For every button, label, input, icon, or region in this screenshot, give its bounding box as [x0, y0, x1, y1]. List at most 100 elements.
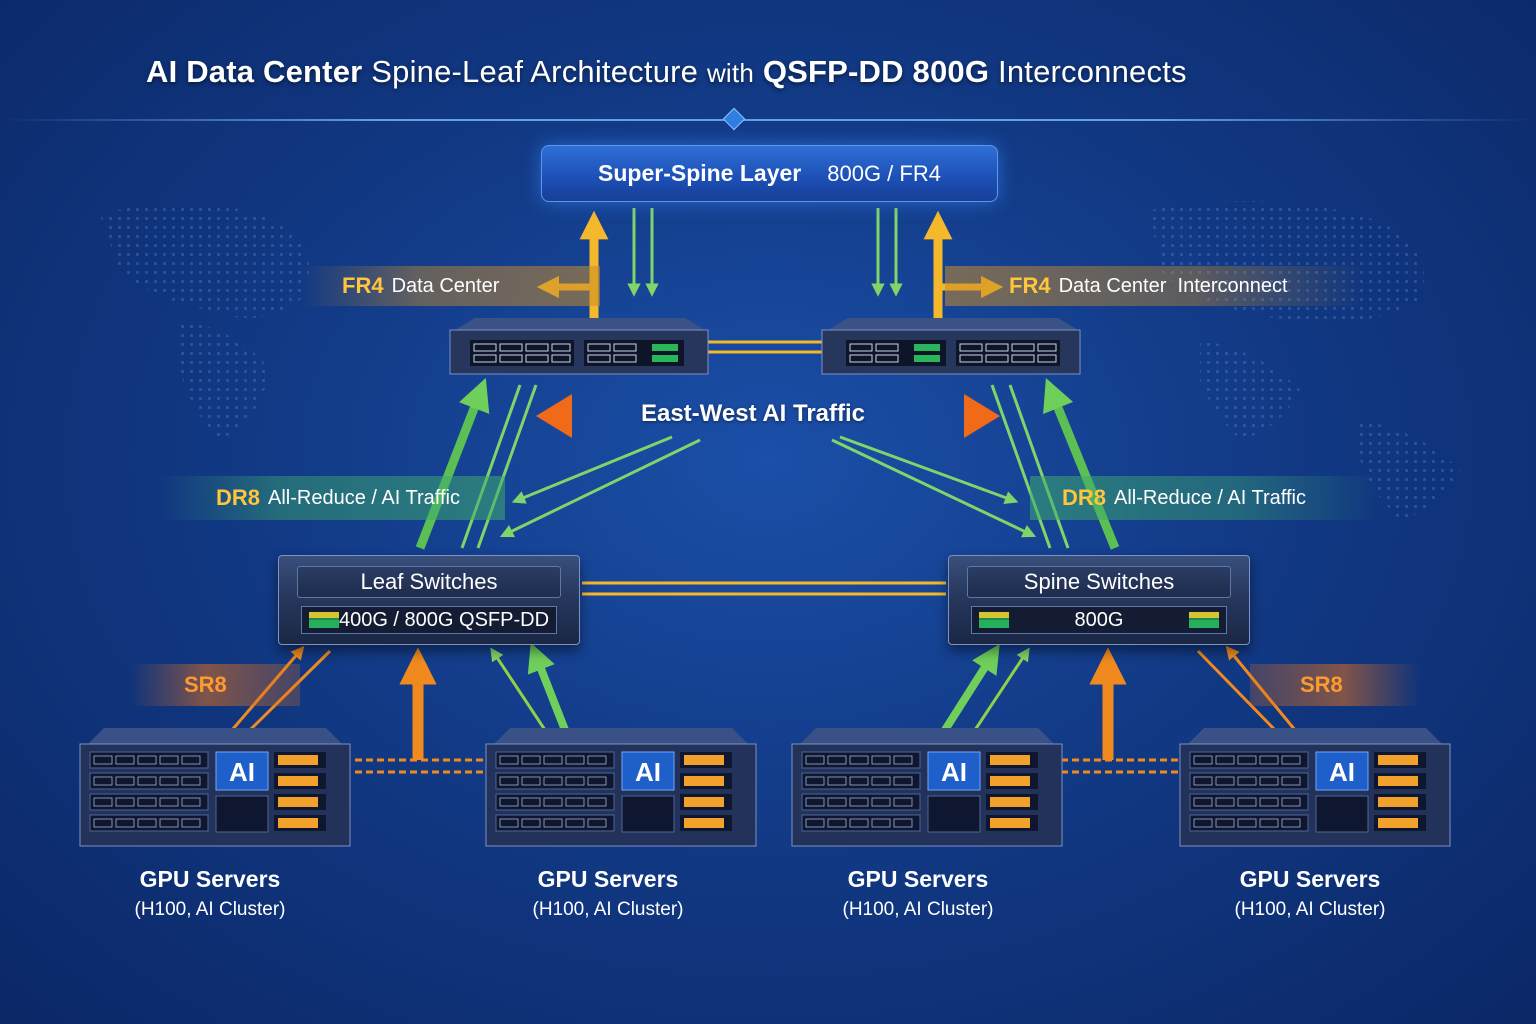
drive-slot — [115, 797, 135, 807]
server-panel — [1315, 795, 1369, 833]
drive-slot — [499, 776, 519, 786]
dr8-left-text: All-Reduce / AI Traffic — [268, 486, 460, 509]
drive-bay — [89, 751, 209, 769]
server-top — [88, 728, 342, 744]
drive-slot — [137, 755, 157, 765]
super-spine-layer[interactable]: Super-Spine Layer 800G / FR4 — [541, 145, 998, 202]
gpu-led — [278, 755, 318, 765]
drive-slot — [827, 755, 847, 765]
drive-slot — [1259, 776, 1279, 786]
spine-switch-ports: 800G — [971, 606, 1227, 634]
drive-slot — [521, 818, 541, 828]
drive-slot — [543, 797, 563, 807]
gpu-led — [990, 776, 1030, 786]
drive-slot — [1281, 776, 1301, 786]
gpu-led — [990, 818, 1030, 828]
drive-slot — [827, 797, 847, 807]
server-top — [800, 728, 1054, 744]
fr4-right-text: Data Center Interconnect — [1058, 274, 1288, 297]
server-panel — [927, 795, 981, 833]
drive-bay — [495, 793, 615, 811]
server-top — [494, 728, 748, 744]
gpu-server-subtitle: (H100, AI Cluster) — [134, 899, 286, 920]
gpu-led — [684, 755, 724, 765]
spine-switch-name: Spine Switches — [967, 566, 1231, 598]
ai-badge-text: AI — [1329, 757, 1355, 787]
drive-slot — [849, 776, 869, 786]
dr8-right-text: All-Reduce / AI Traffic — [1114, 486, 1306, 509]
title-part-2: Spine-Leaf Architecture — [371, 54, 699, 89]
drive-slot — [893, 755, 913, 765]
drive-slot — [587, 755, 607, 765]
drive-slot — [521, 755, 541, 765]
gpu-server-subtitle: (H100, AI Cluster) — [1234, 899, 1386, 920]
drive-slot — [499, 755, 519, 765]
server-panel — [621, 795, 675, 833]
drive-slot — [827, 818, 847, 828]
gpu-server-title: GPU Servers — [847, 866, 989, 892]
drive-slot — [159, 818, 179, 828]
page-title: AI Data Center Spine-Leaf Architecture w… — [146, 54, 1187, 90]
gpu-server-label-3: GPU Servers (H100, AI Cluster) — [788, 866, 1048, 921]
gpu-led — [1378, 797, 1418, 807]
drive-slot — [1237, 776, 1257, 786]
drive-slot — [587, 797, 607, 807]
drive-slot — [893, 818, 913, 828]
drive-slot — [1215, 797, 1235, 807]
super-spine-label: Super-Spine Layer — [598, 160, 802, 186]
spine-port-leds-right — [1189, 612, 1219, 628]
drive-slot — [1237, 818, 1257, 828]
spine-switch[interactable]: Spine Switches 800G — [948, 555, 1250, 645]
drive-bay — [1189, 814, 1309, 832]
gpu-server-subtitle: (H100, AI Cluster) — [842, 899, 994, 920]
drive-slot — [499, 797, 519, 807]
spine-switch-top-left — [449, 318, 709, 375]
drive-slot — [543, 818, 563, 828]
east-west-traffic-label: East-West AI Traffic — [640, 400, 866, 427]
drive-slot — [805, 755, 825, 765]
drive-slot — [805, 776, 825, 786]
gpu-server-label-4: GPU Servers (H100, AI Cluster) — [1180, 866, 1440, 921]
fr4-right-label: FR4 Data Center Interconnect — [945, 266, 1365, 306]
sr8-left-label: SR8 — [130, 664, 300, 706]
drive-slot — [93, 797, 113, 807]
drive-bay — [801, 793, 921, 811]
gpu-server-title: GPU Servers — [139, 866, 281, 892]
sr8-right-label: SR8 — [1250, 664, 1420, 706]
world-map-texture — [100, 201, 1460, 520]
drive-bay — [495, 814, 615, 832]
title-part-3: with — [706, 58, 754, 88]
drive-slot — [1193, 776, 1213, 786]
dr8-left-key: DR8 — [216, 485, 261, 510]
drive-bay — [1189, 751, 1309, 769]
ai-badge-text: AI — [941, 757, 967, 787]
sr8-right-key: SR8 — [1300, 672, 1343, 697]
drive-slot — [1193, 797, 1213, 807]
gpu-server-title: GPU Servers — [537, 866, 679, 892]
leaf-switch-name: Leaf Switches — [297, 566, 561, 598]
drive-slot — [1259, 755, 1279, 765]
drive-slot — [871, 776, 891, 786]
spine-switch-top-right — [821, 318, 1081, 375]
drive-slot — [587, 776, 607, 786]
drive-bay — [495, 772, 615, 790]
drive-slot — [181, 755, 201, 765]
sr8-left-key: SR8 — [184, 672, 227, 697]
drive-slot — [1281, 755, 1301, 765]
drive-slot — [871, 797, 891, 807]
drive-slot — [159, 755, 179, 765]
leaf-switch[interactable]: Leaf Switches 400G / 800G QSFP-DD — [278, 555, 580, 645]
drive-slot — [159, 776, 179, 786]
drive-slot — [1237, 755, 1257, 765]
drive-slot — [137, 776, 157, 786]
drive-slot — [1215, 818, 1235, 828]
title-part-5: Interconnects — [998, 54, 1187, 89]
gpu-led — [1378, 776, 1418, 786]
drive-slot — [849, 797, 869, 807]
drive-slot — [1193, 818, 1213, 828]
drive-slot — [159, 797, 179, 807]
gpu-server-title: GPU Servers — [1239, 866, 1381, 892]
drive-slot — [181, 818, 201, 828]
drive-slot — [499, 818, 519, 828]
